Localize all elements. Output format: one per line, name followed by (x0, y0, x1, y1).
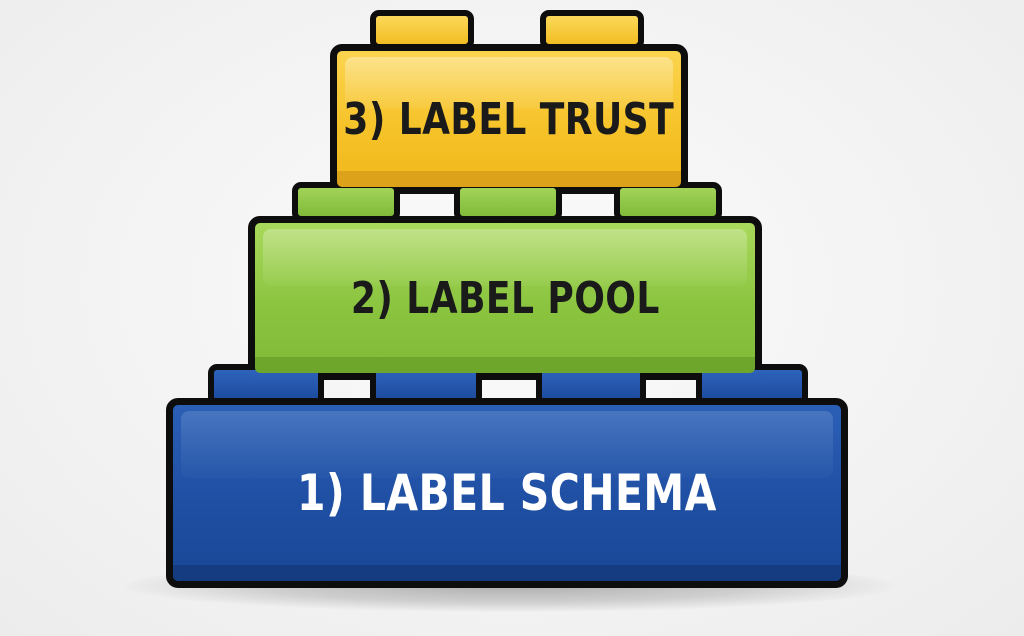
level-2-brick: 2) LABEL POOL (248, 216, 762, 380)
level-2-label: 2) LABEL POOL (350, 272, 660, 324)
level-3-label: 3) LABEL TRUST (343, 93, 675, 145)
level-1-brick: 1) LABEL SCHEMA (166, 398, 848, 588)
level-3-brick: 3) LABEL TRUST (330, 44, 688, 194)
level-1-label: 1) LABEL SCHEMA (297, 464, 717, 522)
